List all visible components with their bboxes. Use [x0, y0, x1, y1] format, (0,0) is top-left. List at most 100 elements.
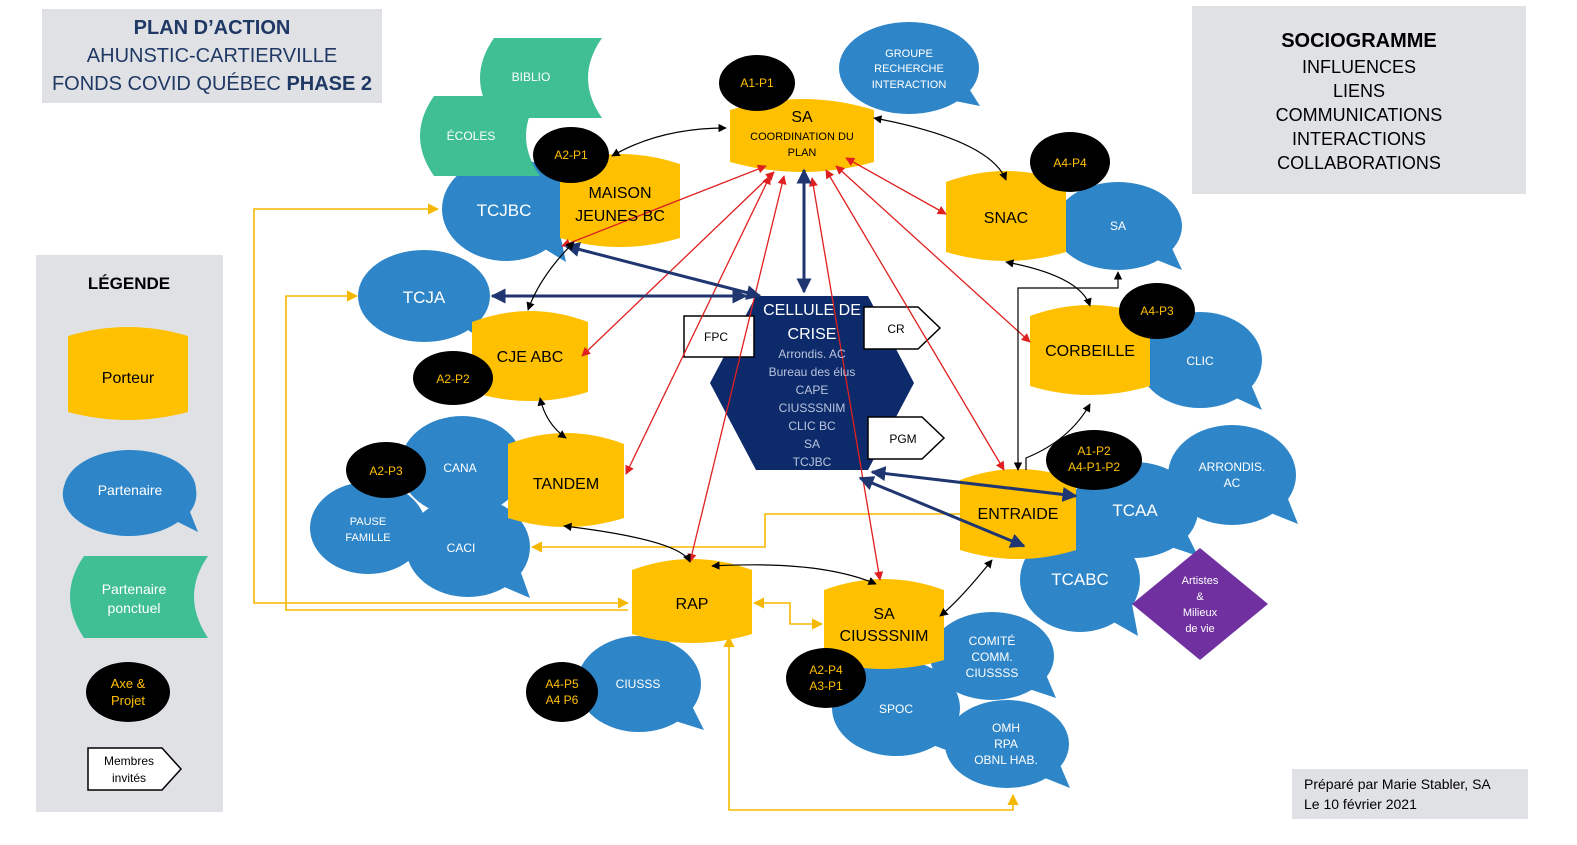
- label-a4p4: A4-P4: [1053, 156, 1087, 170]
- axe-a4p5: [526, 662, 598, 722]
- bubble-pause: [310, 482, 426, 574]
- legend-title: LÉGENDE: [88, 274, 170, 293]
- label-a4p3: A4-P3: [1140, 304, 1174, 318]
- label-entraide: ENTRAIDE: [978, 506, 1059, 523]
- label-a4p5-1: A4-P5: [545, 677, 579, 691]
- credit-box: Préparé par Marie Stabler, SA Le 10 févr…: [1292, 769, 1528, 819]
- label-tcabc: TCABC: [1051, 570, 1109, 589]
- plan-title-box: PLAN D’ACTION AHUNSTIC-CARTIERVILLE FOND…: [42, 9, 382, 103]
- label-pause-2: FAMILLE: [345, 532, 390, 544]
- label-tcjbc: TCJBC: [477, 201, 532, 220]
- legend-membres-label-1: Membres: [104, 754, 154, 768]
- axe-labels: A1-P1 A2-P1 A4-P4 A2-P2 A4-P3 A2-P3 A1-P…: [369, 76, 1174, 707]
- label-tandem: TANDEM: [533, 476, 599, 493]
- legend-porteur-shape: [68, 327, 188, 420]
- bubble-comite: [930, 612, 1056, 700]
- label-cana: CANA: [443, 461, 476, 475]
- black-sa-snac: [873, 115, 1008, 181]
- label-omh-3: OBNL HAB.: [974, 753, 1038, 767]
- label-groupe-2: RECHERCHE: [874, 63, 944, 75]
- cellule-member: CLIC BC: [788, 419, 836, 433]
- legend-axe-shape: [86, 662, 170, 722]
- label-ciusss: CIUSSS: [616, 677, 661, 691]
- label-pause-1: PAUSE: [350, 516, 386, 528]
- label-a1p2-1: A1-P2: [1077, 444, 1111, 458]
- label-spoc: SPOC: [879, 702, 913, 716]
- sociogramme-box: SOCIOGRAMME INFLUENCES LIENS COMMUNICATI…: [1192, 6, 1526, 194]
- axe-a4p3: [1119, 283, 1195, 339]
- cellule-member: CIUSSSNIM: [779, 401, 846, 415]
- label-biblio: BIBLIO: [512, 70, 551, 84]
- bubble-sa-snac: [1054, 182, 1182, 270]
- shape-cje: [472, 311, 588, 401]
- label-snac: SNAC: [984, 210, 1028, 227]
- label-comite-1: COMITÉ: [969, 633, 1016, 648]
- legend-ponctuel-label-2: ponctuel: [108, 600, 161, 616]
- title-line-3-regular: FONDS COVID QUÉBEC: [51, 73, 287, 95]
- cellule-member: Arrondis. AC: [778, 347, 846, 361]
- label-groupe-3: INTERACTION: [872, 79, 947, 91]
- shape-artistes: [1132, 548, 1268, 660]
- label-artistes-4: de vie: [1185, 623, 1214, 635]
- red-sa-rap: [687, 175, 787, 563]
- label-omh-2: RPA: [994, 737, 1018, 751]
- label-clic: CLIC: [1186, 354, 1214, 368]
- label-sa-snac: SA: [1110, 219, 1126, 233]
- label-rap: RAP: [676, 596, 709, 613]
- label-arrondis-1: ARRONDIS.: [1199, 460, 1266, 474]
- label-pgm: PGM: [889, 432, 916, 446]
- label-caci: CACI: [447, 541, 476, 555]
- cellule-members: Arrondis. AC Bureau des élus CAPE CIUSSS…: [769, 347, 856, 469]
- label-cr: CR: [887, 322, 905, 336]
- legend-membres-shape: [87, 747, 183, 791]
- sociogramme-title: SOCIOGRAMME: [1281, 30, 1437, 52]
- black-rap-saciusss: [711, 561, 877, 585]
- black-entraide-sa: [1013, 271, 1123, 471]
- bubble-cana: [400, 416, 524, 516]
- label-a2p1: A2-P1: [554, 148, 588, 162]
- axe-a1p1: [719, 55, 795, 111]
- cellule-member: TCJBC: [793, 455, 832, 469]
- legend-ponctuel-label-1: Partenaire: [102, 581, 167, 597]
- link-rap-saciusss: [752, 597, 824, 630]
- bubble-groupe: [839, 22, 980, 114]
- porteur-labels: SA COORDINATION DU PLAN MAISON JEUNES BC…: [497, 109, 1135, 645]
- link-rap-omh: [723, 635, 1019, 811]
- shape-tandem: [508, 433, 624, 527]
- legend-porteur-label: Porteur: [102, 370, 155, 387]
- legend-axe-label-2: Projet: [111, 693, 145, 708]
- cellule-member: CAPE: [796, 383, 829, 397]
- socio-item: COLLABORATIONS: [1277, 153, 1441, 173]
- bubble-arrondis: [1168, 425, 1298, 525]
- label-a1p2-2: A4-P1-P2: [1068, 460, 1120, 474]
- label-arrondis-2: AC: [1224, 476, 1241, 490]
- navy-cellule-tcabc: [858, 476, 1026, 548]
- shape-sa-coord: [730, 99, 874, 172]
- bubble-ciusss: [577, 636, 704, 732]
- credit-date: Le 10 février 2021: [1304, 796, 1417, 812]
- black-entraide-corbeille: [1025, 403, 1091, 470]
- socio-item: COMMUNICATIONS: [1275, 105, 1443, 125]
- title-line-1: PLAN D’ACTION: [133, 17, 291, 39]
- label-a2p2: A2-P2: [436, 372, 470, 386]
- shape-sa-ciusss: [824, 579, 944, 669]
- label-cellule-2: CRISE: [788, 326, 837, 343]
- label-a2p4-1: A2-P4: [809, 663, 843, 677]
- label-sa-ciusss-1: SA: [873, 606, 895, 623]
- bubble-caci: [406, 497, 530, 598]
- credit-author: Préparé par Marie Stabler, SA: [1304, 776, 1491, 792]
- red-sa-snac: [845, 157, 947, 215]
- black-maison-cje: [526, 241, 575, 311]
- socio-item: LIENS: [1332, 81, 1386, 101]
- legend-membres-label-2: invités: [112, 771, 146, 785]
- label-maison-2: JEUNES BC: [575, 208, 665, 225]
- label-a1p1: A1-P1: [740, 76, 774, 90]
- black-tandem-rap: [563, 522, 691, 563]
- label-ecoles: ÉCOLES: [447, 128, 496, 143]
- label-artistes-2: &: [1196, 591, 1204, 603]
- label-sa-coord-1: SA: [791, 109, 813, 126]
- axe-a2p4: [786, 648, 866, 708]
- link-tcjbc-rap: [253, 203, 630, 609]
- legend-ponctuel-shape: [70, 556, 208, 638]
